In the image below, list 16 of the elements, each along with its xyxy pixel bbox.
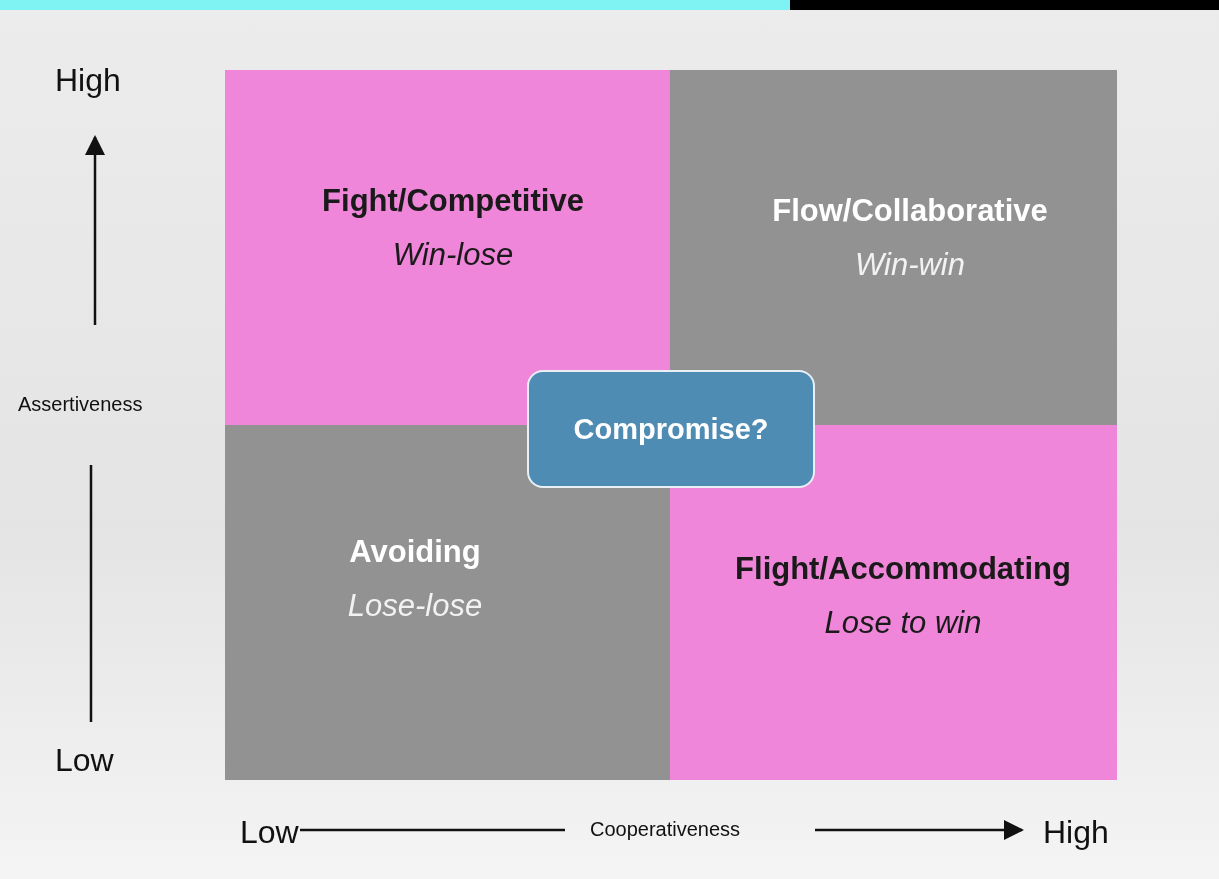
axis-end-label: High — [1043, 814, 1109, 851]
quadrant-title: Avoiding — [348, 533, 482, 571]
quadrant-title: Flow/Collaborative — [772, 192, 1048, 230]
axis-end-label: High — [55, 62, 121, 99]
quadrant-subtitle: Lose-lose — [347, 587, 483, 625]
quadrant-title: Fight/Competitive — [322, 182, 584, 220]
center-box — [527, 370, 815, 488]
quadrant-subtitle: Win-lose — [391, 236, 515, 274]
axis-title: Cooperativeness — [590, 818, 741, 841]
quadrant-title: Flight/Accommodating — [735, 550, 1071, 588]
quadrant-subtitle: Win-win — [854, 246, 966, 284]
axis-end-label: Low — [240, 814, 299, 851]
box-label: Compromise? — [573, 412, 769, 446]
quadrant-subtitle: Lose to win — [823, 604, 983, 642]
axis-title: Assertiveness — [18, 393, 143, 416]
axis-end-label: Low — [55, 742, 114, 779]
